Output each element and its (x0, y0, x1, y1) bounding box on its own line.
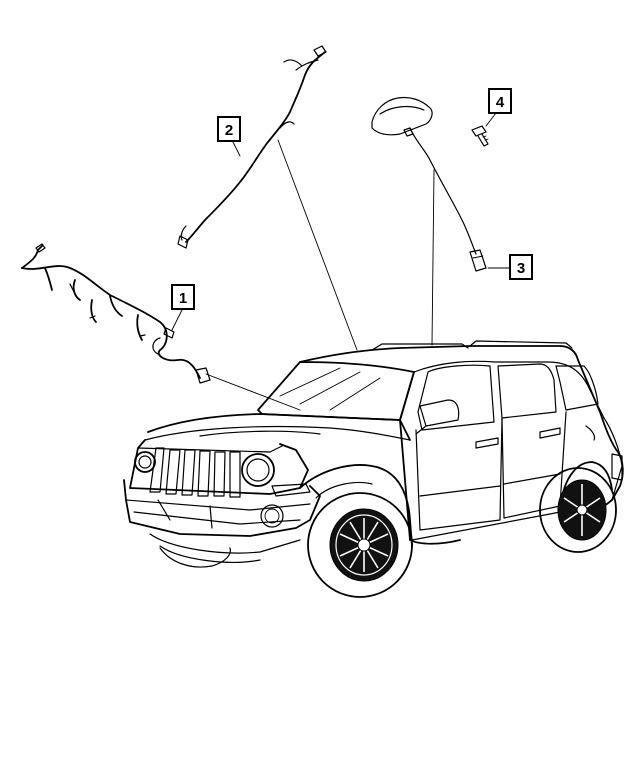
callout-4: 4 (488, 88, 512, 114)
callout-3-label: 3 (517, 260, 525, 277)
callout-3: 3 (509, 254, 533, 280)
part-1-front-harness (21, 243, 211, 384)
callout-2-label: 2 (225, 122, 233, 139)
callout-4-label: 4 (496, 94, 505, 111)
callout-2: 2 (217, 116, 241, 142)
part-3-antenna (371, 96, 487, 272)
vehicle-illustration (123, 340, 624, 598)
callout-1-label: 1 (179, 290, 187, 307)
leader-lines (171, 112, 511, 411)
part-2-roof-harness (177, 45, 327, 249)
part-4-screw (471, 125, 489, 147)
callout-1: 1 (171, 284, 195, 310)
